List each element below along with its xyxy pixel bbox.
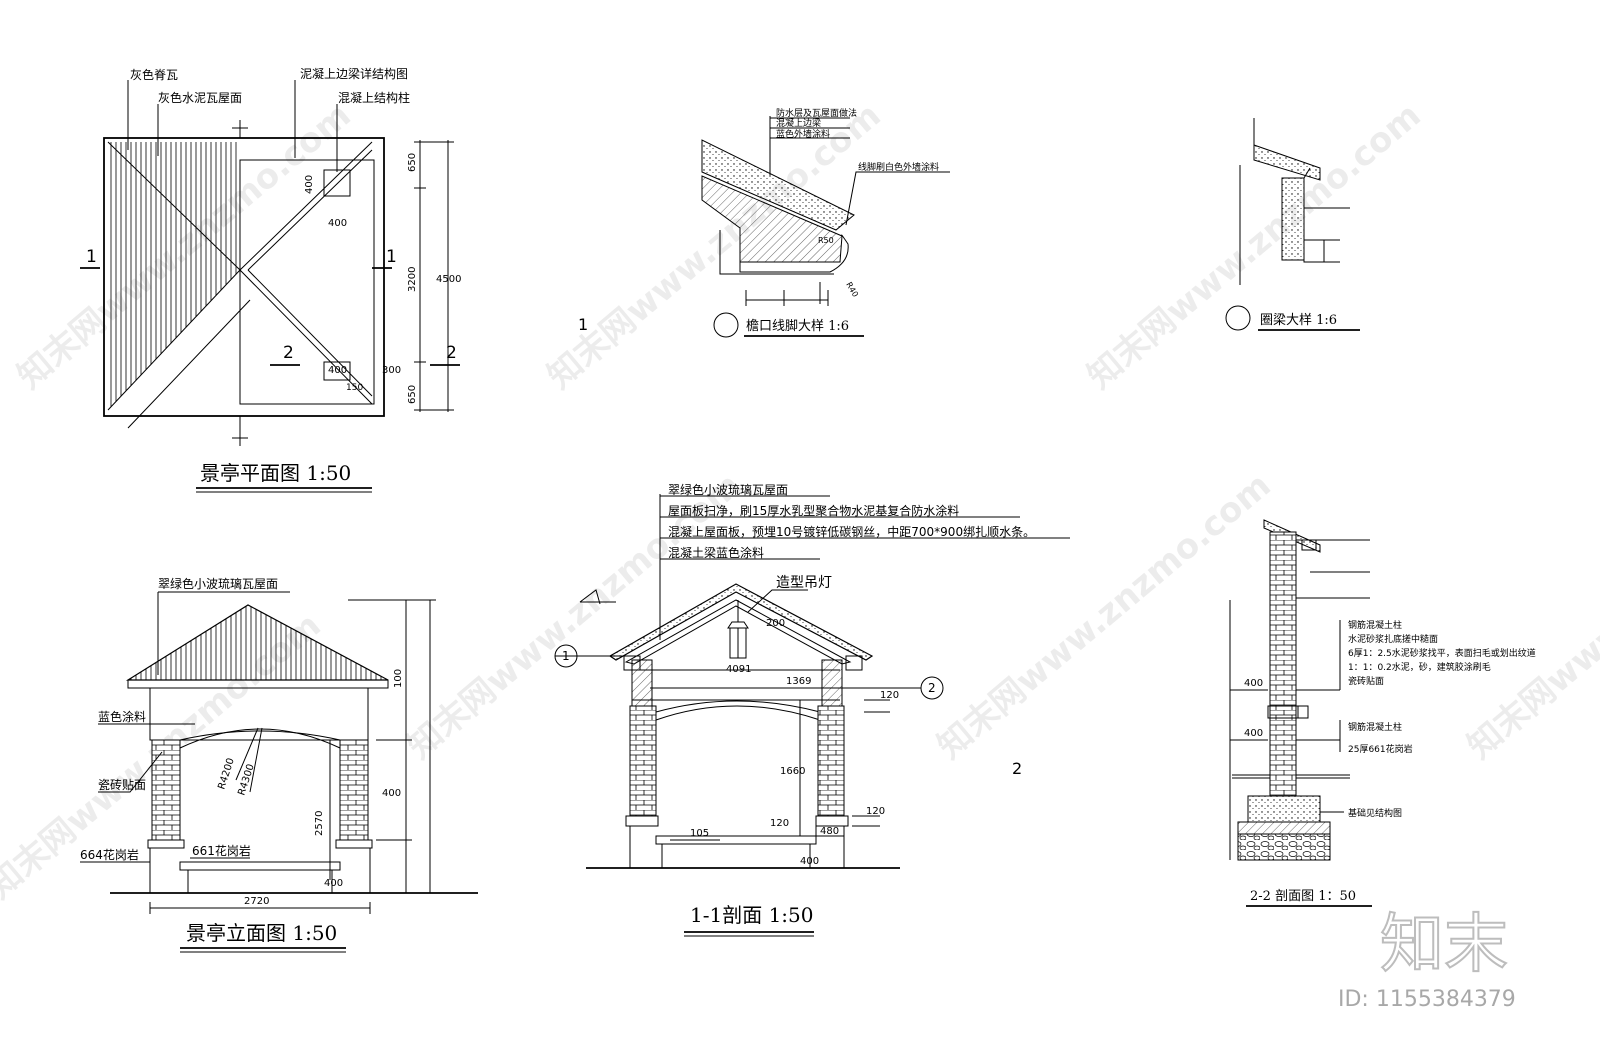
section-mark: 1 (86, 247, 97, 267)
section-mark: 2 (283, 343, 294, 363)
section-2-2: 400 400 钢筋混凝土柱 水泥砂浆扎底搓中糙面 6厚1：2.5水泥砂浆找平，… (1229, 519, 1536, 907)
ring-beam-detail: 圈梁大样 1:6 (1225, 118, 1360, 331)
drawing-title: 圈梁大样 1:6 (1260, 313, 1337, 328)
dim-label: 4091 (726, 664, 751, 675)
section-note: 1：1：0.2水泥，砂，建筑胶涂刷毛 (1348, 661, 1491, 673)
dim-label: 200 (766, 618, 785, 629)
detail-note: 线脚刷白色外墙涂料 (858, 161, 939, 173)
section-note: 水泥砂浆扎底搓中糙面 (1348, 633, 1438, 645)
dim-label: 2570 (314, 811, 325, 836)
plan-outline (103, 137, 385, 417)
dim-label: 480 (820, 826, 839, 837)
dim-label: 120 (880, 690, 899, 701)
section-mark: 2 (1012, 759, 1022, 778)
plan-label: 灰色水泥瓦屋面 (158, 91, 242, 105)
detail-index-circle (1225, 305, 1251, 331)
section-note: 瓷砖贴面 (1348, 675, 1384, 687)
dim-label: 105 (690, 828, 709, 839)
section-1-1: 造型吊灯 翠绿色小波琉璃瓦屋面 屋面板扫净，刷15厚水乳型聚合物水泥基复合防水涂… (554, 482, 1070, 937)
elevation-view: R4200 R4300 2570 400 400 100 2720 翠绿色小波琉… (80, 576, 478, 953)
dim-label: 400 (1244, 728, 1263, 739)
detail-index: 1 (578, 315, 588, 334)
dim-label: 400 (328, 365, 347, 376)
plan-beam-outline (239, 159, 375, 405)
plan-roof-hatch (108, 142, 240, 410)
section-note: 钢筋混凝土柱 (1348, 619, 1402, 631)
detail-note: 混凝上边梁 (776, 117, 821, 129)
dim-label: 300 (382, 365, 401, 376)
plan-label: 灰色脊瓦 (130, 68, 178, 82)
section-note: 翠绿色小波琉璃瓦屋面 (668, 482, 788, 497)
lamp-label: 造型吊灯 (776, 575, 832, 591)
dim-label: R50 (818, 236, 834, 245)
plan-label: 混凝上结构柱 (338, 90, 410, 105)
brand-id: ID: 1155384379 (1338, 987, 1516, 1012)
section-note: 25厚661花岗岩 (1348, 743, 1413, 755)
dim-label: 1660 (780, 766, 805, 777)
dim-label: 400 (382, 788, 401, 799)
dim-label: 400 (800, 856, 819, 867)
dim-label: 4500 (436, 274, 461, 285)
elevation-label: 翠绿色小波琉璃瓦屋面 (158, 576, 278, 591)
axis-label: 2 (928, 681, 936, 695)
brick-pier (339, 739, 369, 841)
dim-label: R4300 (236, 763, 256, 797)
elevation-label: 664花岗岩 (80, 847, 139, 862)
dim-label: 650 (407, 385, 418, 404)
brand-logo: 知末 (1380, 908, 1508, 982)
section-mark: 2 (446, 343, 457, 363)
drawing-title: 1-1剖面 1:50 (690, 903, 813, 927)
plan-column (323, 361, 351, 381)
dim-label: 650 (407, 153, 418, 172)
section-note: 钢筋混凝土柱 (1348, 721, 1402, 733)
elevation-label: 蓝色涂料 (98, 709, 146, 724)
watermark: 知末网www.znzmo.com (930, 465, 1279, 767)
section-note: 混凝土梁蓝色涂料 (668, 545, 764, 560)
dim-label: 120 (770, 818, 789, 829)
dim-label: 100 (393, 669, 404, 688)
drawing-title: 景亭平面图 1:50 (200, 461, 351, 485)
dim-label: 1369 (786, 676, 811, 687)
axis-label: 1 (562, 649, 570, 663)
detail-index-circle (713, 312, 739, 338)
detail-note: 蓝色外墙涂料 (776, 128, 830, 140)
section-note: 基础见结构图 (1348, 807, 1402, 819)
detail-note: 防水层及瓦屋面做法 (776, 107, 857, 119)
plan-label: 泥凝上边梁详结构图 (300, 66, 408, 81)
drawing-title: 2-2 剖面图 1：50 (1250, 889, 1356, 904)
section-note: 6厚1：2.5水泥砂浆找平，表面扫毛或划出纹道 (1348, 647, 1536, 659)
elevation-label: 瓷砖贴面 (98, 777, 146, 792)
brick-pier (629, 705, 657, 817)
elevation-roof (125, 604, 389, 681)
drawing-title: 景亭立面图 1:50 (186, 921, 337, 945)
brand-block: 知末 ID: 1155384379 (1338, 907, 1516, 1012)
dim-label: 3200 (407, 267, 418, 292)
dim-label: R40 (844, 281, 860, 299)
dim-label: 2720 (244, 896, 269, 907)
section-note: 混凝上屋面板，预埋10号镀锌低碳钢丝，中距700*900绑扎顺水条。 (668, 524, 1035, 539)
brick-pier (151, 739, 181, 841)
brick-pier (817, 705, 845, 817)
plan-view: 1 1 2 2 灰色脊瓦 灰色水泥瓦屋面 泥凝上边梁详结构图 混凝上结构柱 65… (80, 66, 461, 493)
dim-label: 400 (324, 878, 343, 889)
drawing-title: 檐口线脚大样 1:6 (746, 318, 849, 334)
dim-label: 150 (346, 383, 363, 393)
section-mark: 1 (386, 247, 397, 267)
column-section (1269, 531, 1297, 797)
section-note: 屋面板扫净，刷15厚水乳型聚合物水泥基复合防水涂料 (668, 503, 959, 518)
dim-label: R4200 (216, 757, 236, 791)
dim-label: 400 (1244, 678, 1263, 689)
watermark: 知末网www.znzmo.com (1460, 465, 1600, 767)
dim-label: 400 (304, 175, 315, 194)
dim-label: 400 (328, 218, 347, 229)
elevation-label: 661花岗岩 (192, 843, 251, 858)
dim-label: 120 (866, 806, 885, 817)
